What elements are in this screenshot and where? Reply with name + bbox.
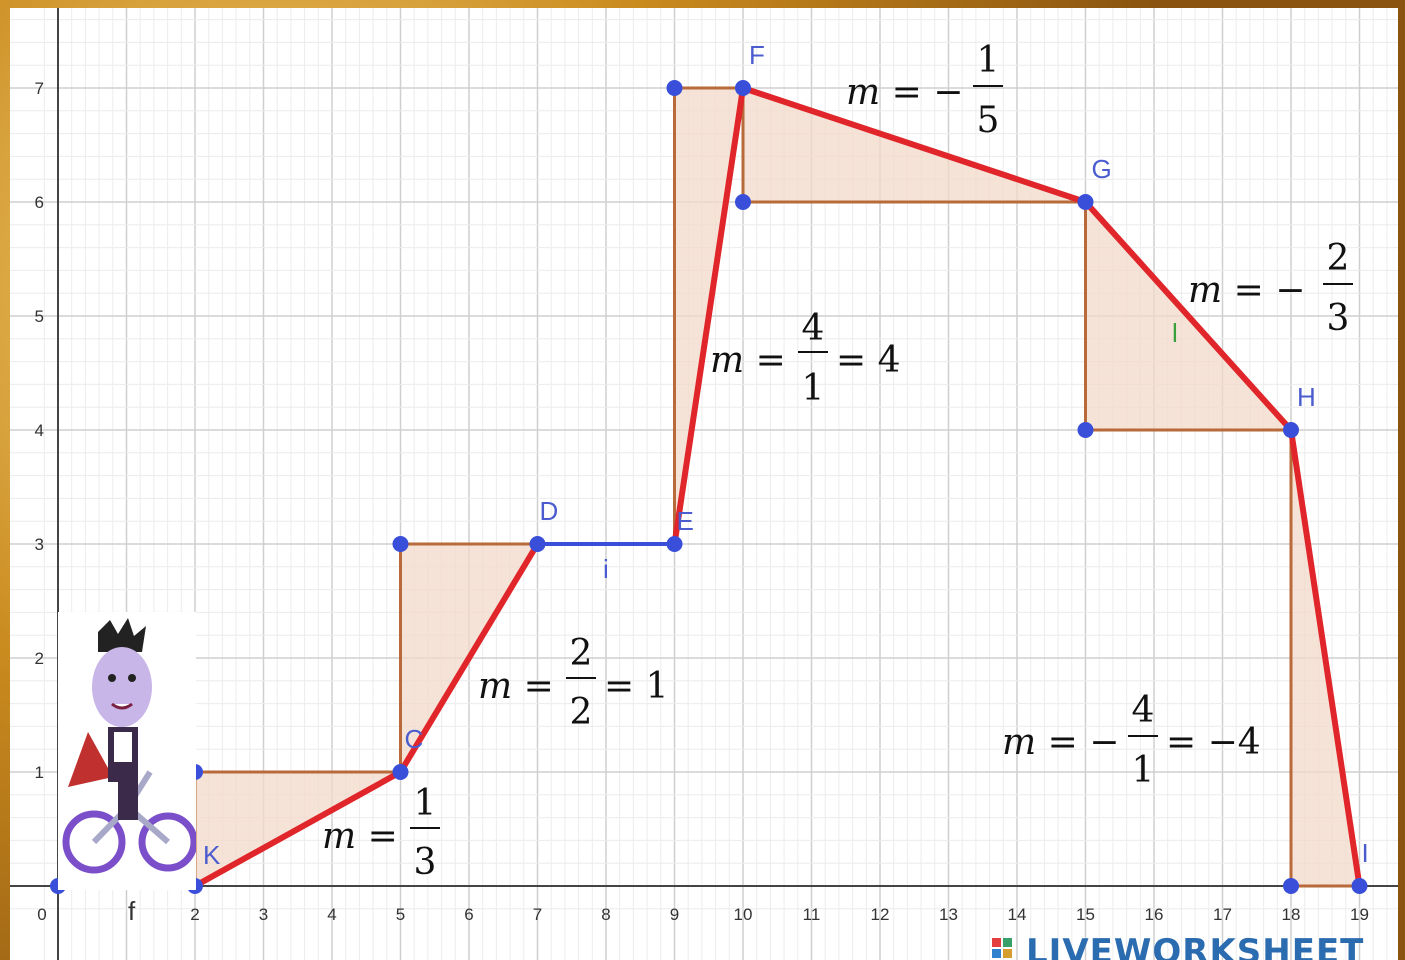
brand-text: LIVEWORKSHEET	[1026, 932, 1365, 960]
x-tick-label: 17	[1213, 905, 1232, 924]
x-tick-label: 4	[327, 905, 336, 924]
slope-ef-prefix: m =	[710, 340, 786, 381]
helper-point	[735, 194, 751, 210]
slope-cd-numerator: 2	[570, 633, 593, 674]
slope-gh-denominator: 3	[1327, 298, 1350, 339]
helper-point	[666, 80, 683, 96]
point-label-g: G	[1092, 154, 1112, 184]
point-label-e: E	[677, 506, 694, 536]
segment-gh	[1082, 199, 1294, 433]
point-d	[529, 536, 546, 552]
x-tick-label: 7	[533, 905, 542, 924]
y-tick-label: 2	[35, 649, 44, 668]
point-label-f: F	[749, 40, 765, 70]
slope-hi-denominator: 1	[1132, 750, 1155, 791]
slope-kc-numerator: 1	[414, 783, 437, 824]
y-tick-label: 1	[35, 763, 44, 782]
slope-gh-numerator: 2	[1327, 238, 1350, 279]
x-tick-label: 5	[396, 905, 405, 924]
x-tick-label: 11	[803, 905, 821, 924]
helper-points	[187, 80, 1299, 894]
segment-kc	[192, 769, 404, 889]
segment-label-i: i	[603, 554, 609, 584]
x-tick-label: 12	[871, 905, 890, 924]
y-tick-label: 6	[35, 193, 44, 212]
slope-annotation-hi: m = − 4 1 = −4	[1002, 690, 1261, 791]
helper-point	[1077, 422, 1094, 438]
x-tick-label: 6	[464, 905, 473, 924]
slope-fg-numerator: 1	[977, 40, 1000, 81]
x-tick-label: 18	[1282, 905, 1301, 924]
slope-kc-prefix: m =	[322, 816, 398, 857]
slope-fg-denominator: 5	[977, 100, 1000, 141]
helper-point	[392, 536, 409, 552]
segment-hi	[1288, 427, 1363, 889]
x-tick-label: 14	[1008, 905, 1027, 924]
point-label-d: D	[540, 496, 559, 526]
point-e	[666, 536, 683, 552]
slope-annotation-gh: m = − 2 3	[1188, 238, 1353, 339]
y-tick-labels: 1 2 3 4 5 6 7	[35, 79, 44, 782]
x-tick-label: 0	[37, 905, 46, 924]
slope-annotation-ef: m = 4 1 = 4	[710, 308, 901, 409]
slope-gh-prefix: m = −	[1188, 270, 1305, 311]
point-h	[1283, 422, 1299, 438]
x-tick-label: 3	[259, 905, 268, 924]
x-tick-label: 15	[1076, 905, 1095, 924]
x-tick-label: 16	[1145, 905, 1164, 924]
x-tick-labels: 0 2 3 4 5 6 7 8 9 10 11 12 13 14 15 16 17 18 19	[37, 905, 1369, 924]
slope-cd-denominator: 2	[570, 692, 593, 733]
x-tick-label: 13	[939, 905, 958, 924]
segment-label-f: f	[128, 896, 136, 926]
x-tick-label: 9	[670, 905, 679, 924]
point-i	[1351, 878, 1368, 894]
x-tick-label: 19	[1350, 905, 1369, 924]
slope-cd-result: = 1	[604, 666, 669, 707]
point-c	[392, 764, 409, 780]
y-tick-label: 3	[35, 535, 44, 554]
slope-annotation-kc: m = 1 3	[322, 783, 440, 883]
slope-cd-prefix: m =	[478, 666, 554, 707]
point-label-i: I	[1362, 838, 1369, 868]
y-tick-label: 4	[35, 421, 44, 440]
slope-ef-denominator: 1	[802, 368, 825, 409]
point-label-c: C	[405, 724, 424, 754]
slope-hi-numerator: 4	[1132, 690, 1155, 731]
helper-point	[1283, 878, 1299, 894]
slope-annotation-fg: m = − 1 5	[846, 40, 1003, 141]
slope-annotation-cd: m = 2 2 = 1	[478, 633, 669, 733]
segment-label-l: l	[1172, 318, 1178, 348]
slope-ef-numerator: 4	[802, 308, 825, 349]
x-tick-label: 2	[190, 905, 199, 924]
y-tick-label: 5	[35, 307, 44, 326]
point-label-h: H	[1297, 382, 1316, 412]
slope-fg-prefix: m = −	[846, 72, 963, 113]
point-label-k: K	[203, 840, 221, 870]
slope-hi-result: = −4	[1166, 722, 1261, 763]
point-g	[1077, 194, 1094, 210]
x-tick-label: 10	[734, 905, 753, 924]
point-f	[735, 80, 751, 96]
segment-ef	[671, 85, 746, 547]
vampire-cyclist-illustration	[58, 612, 196, 890]
x-tick-label: 8	[601, 905, 610, 924]
path-segments	[58, 85, 1363, 889]
segment-cd	[397, 541, 541, 775]
slope-ef-result: = 4	[836, 340, 901, 381]
segment-fg	[740, 85, 1089, 205]
y-tick-label: 7	[35, 79, 44, 98]
slope-hi-prefix: m = −	[1002, 722, 1119, 763]
brand-watermark: LIVEWORKSHEET	[990, 930, 1405, 960]
slope-kc-denominator: 3	[414, 842, 437, 883]
liveworksheets-logo-icon	[992, 938, 1012, 958]
